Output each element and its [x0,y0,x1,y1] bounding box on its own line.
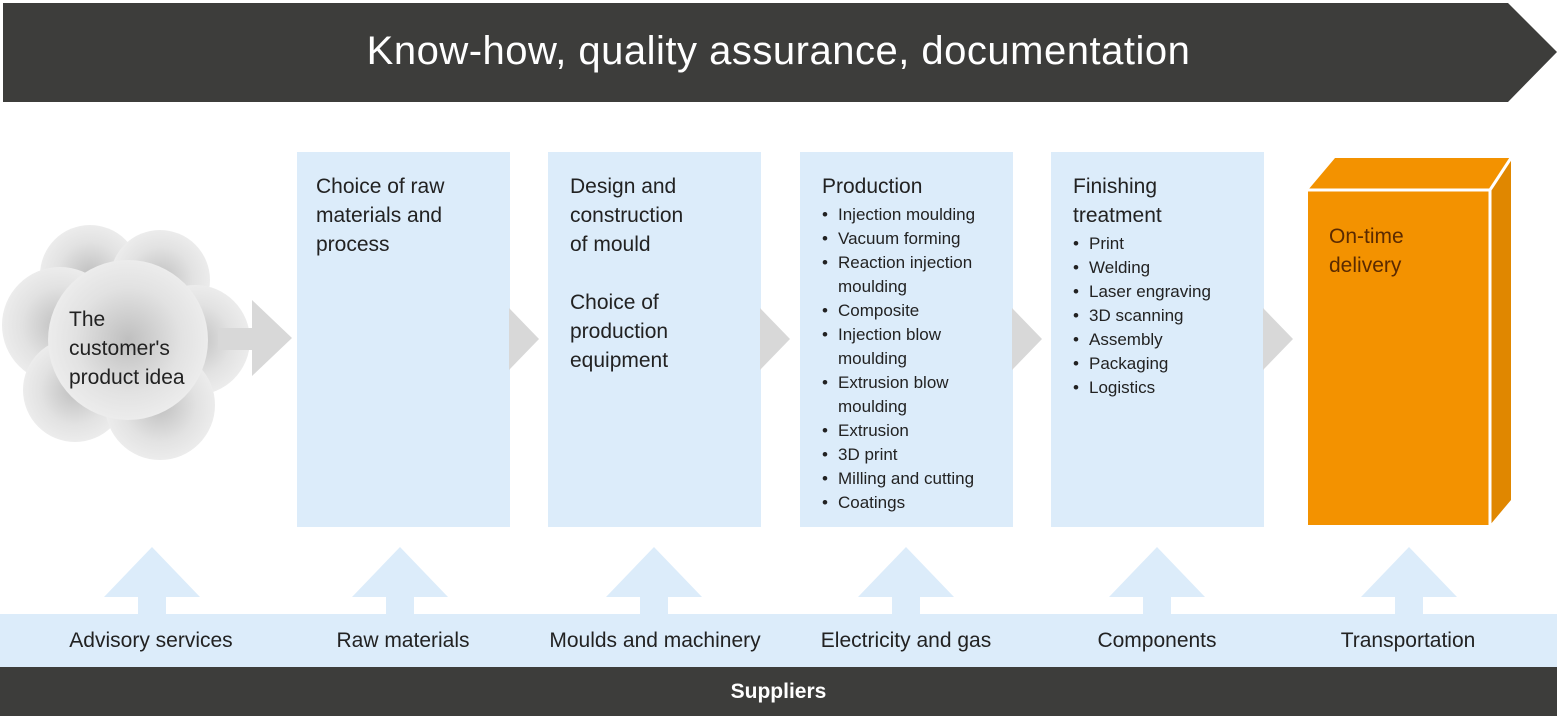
list-item: Packaging [1073,352,1264,376]
title-line: equipment [570,349,669,372]
delivery-text: On-time delivery [1329,222,1479,280]
up-arrow-icon [1361,547,1457,617]
list-item: Laser engraving [1073,280,1264,304]
step-raw-materials: Choice of raw materials and process [297,152,510,527]
title-line: construction [570,204,684,227]
suppliers-footer: Suppliers [0,667,1557,716]
up-arrow-icon [1109,547,1205,617]
title-line: materials and [316,204,443,227]
up-arrow-icon [858,547,954,617]
list-item: Milling and cutting [822,467,1013,491]
list-item: 3D print [822,443,1013,467]
supplier-components: Components [1097,628,1217,652]
title-line: Finishing [1073,175,1158,198]
list-item: Injection moulding [822,203,1013,227]
supplier-moulds: Moulds and machinery [549,628,761,652]
supplier-electricity: Electricity and gas [820,628,992,652]
title-line: Choice of raw [316,175,445,198]
list-item: Composite [822,299,1013,323]
title-line: Choice of [570,291,659,314]
flow-arrow-icon [760,308,790,370]
finishing-list: Print Welding Laser engraving 3D scannin… [1073,232,1264,400]
step-title: Production [822,175,923,198]
title-line: Design and [570,175,677,198]
list-item: Injection blow moulding [822,323,968,371]
list-item: 3D scanning [1073,304,1264,328]
delivery-line: delivery [1329,254,1402,277]
step-title: Finishing treatment [1073,172,1264,230]
banner-title: Know-how, quality assurance, documentati… [366,28,1191,73]
supplier-band [0,614,1557,667]
cloud-line: product idea [69,366,185,389]
flow-arrow-icon [509,308,539,370]
list-item: Coatings [822,491,1013,515]
title-line: of mould [570,233,651,256]
list-item: Extrusion blow moulding [822,371,978,419]
delivery-box [1308,157,1513,525]
delivery-line: On-time [1329,225,1404,248]
list-item: Assembly [1073,328,1264,352]
list-item: Logistics [1073,376,1264,400]
cloud-shape [2,225,250,460]
supplier-transportation: Transportation [1340,628,1476,652]
title-line: process [316,233,390,256]
list-item: Print [1073,232,1264,256]
step-subtitle: Choice of production equipment [570,288,761,375]
cloud-text: The customer's product idea [69,305,239,392]
list-item: Welding [1073,256,1264,280]
step-mould-design: Design and construction of mould Choice … [548,152,761,527]
flow-arrow-icon [1263,308,1293,370]
banner-arrow [3,3,1557,102]
step-production: Production Injection moulding Vacuum for… [800,152,1013,527]
up-arrow-icon [352,547,448,617]
production-list: Injection moulding Vacuum forming Reacti… [822,203,1013,515]
up-arrow-icon [104,547,200,617]
step-finishing: Finishing treatment Print Welding Laser … [1051,152,1264,527]
cloud-line: The [69,308,106,331]
step-title: Choice of raw materials and process [316,172,510,259]
title-line: treatment [1073,204,1162,227]
cloud-line: customer's [69,337,170,360]
supplier-advisory: Advisory services [69,628,233,652]
list-item: Extrusion [822,419,1013,443]
step-title: Design and construction of mould [570,172,761,259]
list-item: Vacuum forming [822,227,1013,251]
flow-arrow-icon [218,300,292,376]
supplier-raw-materials: Raw materials [336,628,470,652]
list-item: Reaction injection moulding [822,251,998,299]
flow-arrow-icon [1012,308,1042,370]
up-arrow-icon [606,547,702,617]
title-line: production [570,320,669,343]
